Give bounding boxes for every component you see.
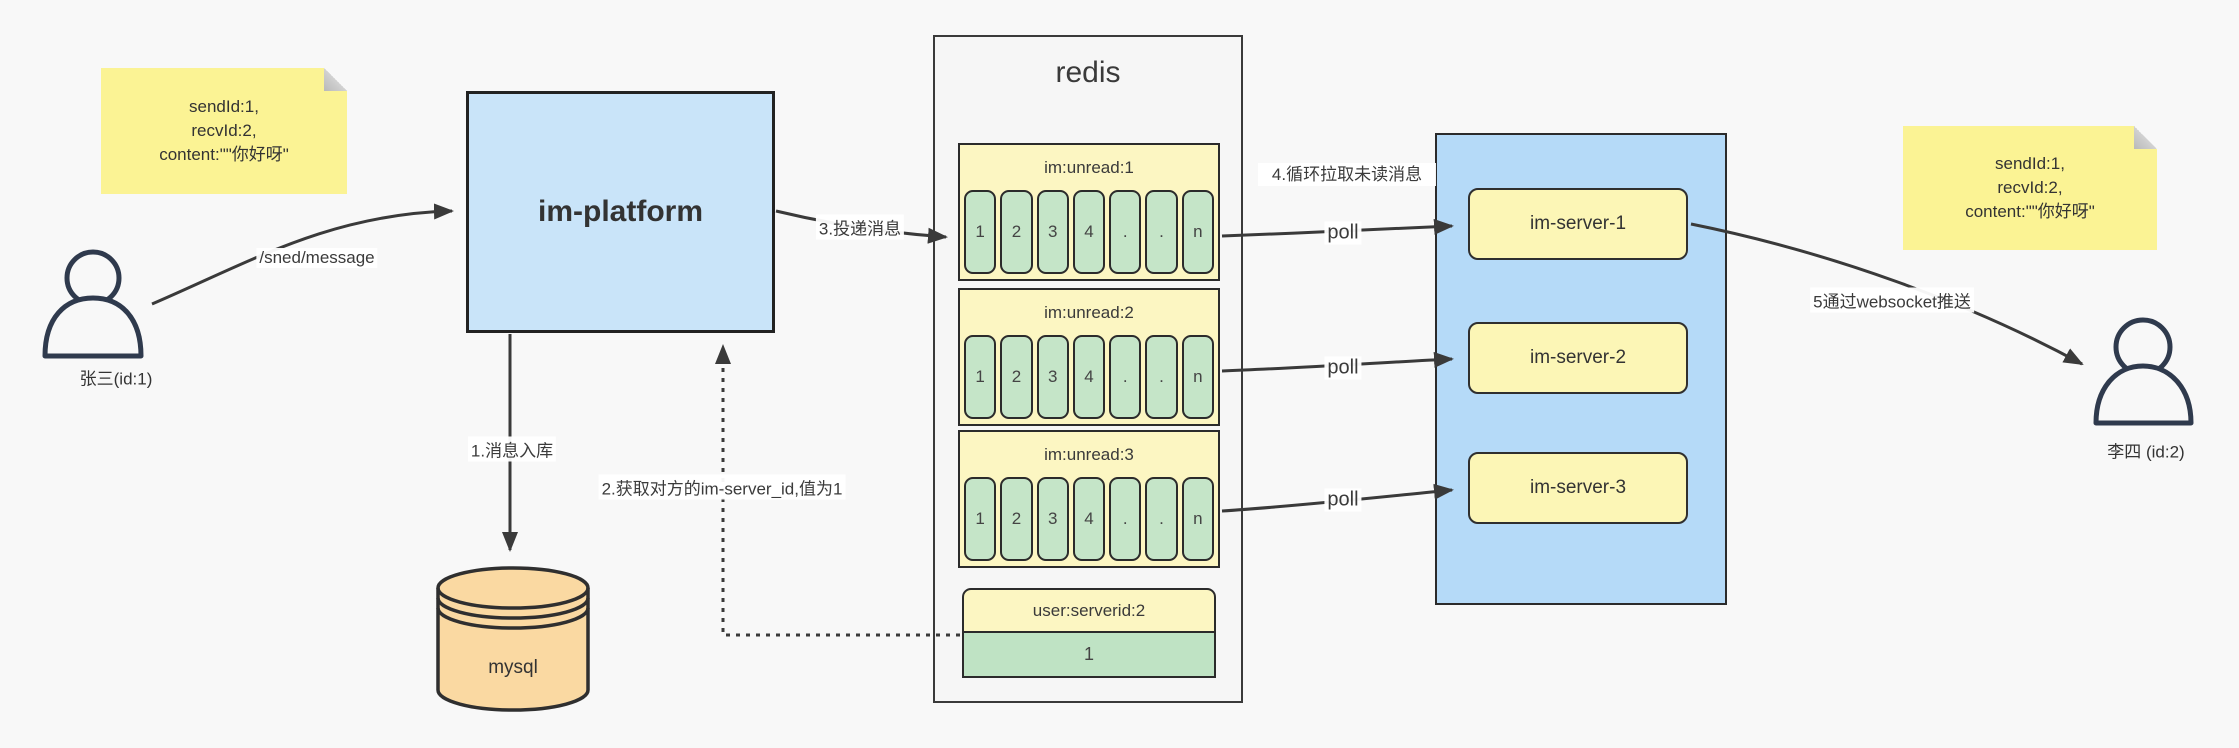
unread-cells: 1 2 3 4 . . n xyxy=(964,190,1214,274)
edge-label-get-server-id: 2.获取对方的im-server_id,值为1 xyxy=(598,474,846,500)
actor-receiver-label: 李四 (id:2) xyxy=(2107,442,2185,462)
sticky-note-right: sendId:1, recvId:2, content:""你好呀" xyxy=(1903,126,2157,250)
queue-cell: . xyxy=(1109,335,1142,419)
queue-cell: . xyxy=(1145,190,1178,274)
note-line: sendId:1, xyxy=(1995,154,2065,173)
queue-cell: n xyxy=(1181,190,1214,274)
actor-sender-label: 张三(id:1) xyxy=(79,369,153,389)
edge-label-poll-loop: 4.循环拉取未读消息 xyxy=(1258,163,1436,186)
unread-cells: 1 2 3 4 . . n xyxy=(964,477,1214,561)
im-platform-label: im-platform xyxy=(538,195,703,228)
edge-label-send: /sned/message xyxy=(256,248,378,268)
queue-cell: 3 xyxy=(1036,335,1069,419)
actor-receiver-icon xyxy=(2093,317,2194,426)
note-fold-icon xyxy=(324,68,347,91)
queue-cell: 2 xyxy=(1000,477,1033,561)
note-fold-icon xyxy=(2134,126,2157,149)
edge-label-poll-3: poll xyxy=(1324,488,1362,512)
edge-label-push: 5通过websocket推送 xyxy=(1810,287,1974,313)
edge-label-store: 1.消息入库 xyxy=(467,436,557,462)
note-line: recvId:2, xyxy=(1997,178,2063,197)
queue-cell: 4 xyxy=(1072,477,1106,561)
queue-cell: 1 xyxy=(964,335,997,419)
kv-value: 1 xyxy=(962,633,1216,678)
sticky-note-left: sendId:1, recvId:2, content:""你好呀" xyxy=(101,68,347,194)
redis-title: redis xyxy=(1055,56,1121,89)
unread-list-3: im:unread:3 1 2 3 4 . . n xyxy=(958,430,1220,568)
queue-cell: . xyxy=(1145,335,1178,419)
mysql-db-icon: mysql xyxy=(436,566,590,712)
queue-cell: 3 xyxy=(1036,190,1069,274)
queue-cell: 1 xyxy=(964,477,997,561)
unread-list-title: im:unread:3 xyxy=(1044,444,1134,464)
queue-cell: . xyxy=(1109,190,1142,274)
unread-list-title: im:unread:1 xyxy=(1044,157,1134,177)
server-node-3: im-server-3 xyxy=(1468,452,1688,524)
actor-sender-icon xyxy=(42,249,144,359)
edge-label-poll-2: poll xyxy=(1324,356,1362,380)
server-node-1: im-server-1 xyxy=(1468,188,1688,260)
unread-list-2: im:unread:2 1 2 3 4 . . n xyxy=(958,288,1220,426)
kv-block: user:serverid:2 1 xyxy=(962,588,1216,678)
server-label: im-server-3 xyxy=(1529,477,1627,498)
server-label: im-server-1 xyxy=(1529,213,1627,234)
queue-cell: . xyxy=(1145,477,1178,561)
unread-list-1: im:unread:1 1 2 3 4 . . n xyxy=(958,143,1220,281)
edge-label-poll-1: poll xyxy=(1324,221,1362,245)
note-line: recvId:2, xyxy=(191,121,257,140)
queue-cell: . xyxy=(1109,477,1142,561)
queue-cell: 2 xyxy=(1000,190,1033,274)
mysql-label: mysql xyxy=(488,657,538,678)
note-line: content:""你好呀" xyxy=(159,145,289,164)
queue-cell: n xyxy=(1181,335,1214,419)
note-line: content:""你好呀" xyxy=(1965,202,2095,221)
server-label: im-server-2 xyxy=(1529,347,1627,368)
queue-cell: 4 xyxy=(1072,190,1106,274)
queue-cell: 1 xyxy=(964,190,997,274)
queue-cell: 2 xyxy=(1000,335,1033,419)
server-node-2: im-server-2 xyxy=(1468,322,1688,394)
edge-label-deliver: 3.投递消息 xyxy=(815,214,905,240)
unread-list-title: im:unread:2 xyxy=(1044,302,1134,322)
queue-cell: 3 xyxy=(1036,477,1069,561)
kv-title: user:serverid:2 xyxy=(962,588,1216,633)
im-platform-node: im-platform xyxy=(466,91,775,333)
note-line: sendId:1, xyxy=(189,97,259,116)
unread-cells: 1 2 3 4 . . n xyxy=(964,335,1214,419)
queue-cell: 4 xyxy=(1072,335,1106,419)
queue-cell: n xyxy=(1181,477,1214,561)
